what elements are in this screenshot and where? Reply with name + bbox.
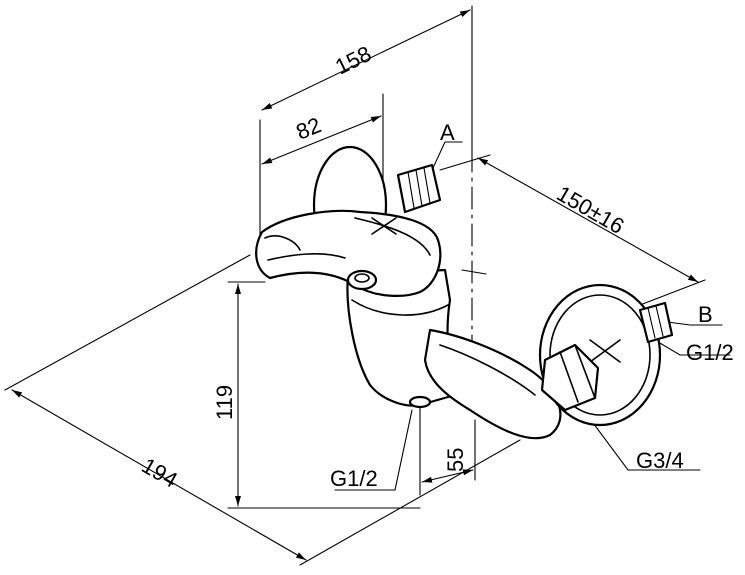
dimension-55-line (421, 469, 474, 483)
dimension-lines (4, 5, 731, 566)
inlet-thread-right (638, 301, 674, 344)
label-119: 119 (212, 385, 237, 420)
spout-arm (423, 328, 562, 440)
label-150: 150±16 (553, 181, 629, 239)
label-194: 194 (138, 453, 182, 493)
dimension-150-line (477, 157, 699, 283)
dimension-158-line (261, 9, 471, 111)
extension-line-194-left (4, 254, 251, 391)
label-A: A (440, 120, 455, 145)
extension-line-150-right (639, 279, 706, 306)
label-g12-right: G1/2 (686, 340, 734, 365)
extension-line-194-right (299, 439, 521, 566)
dimension-194-line (11, 389, 307, 561)
label-B: B (698, 302, 713, 327)
label-g34: G3/4 (636, 448, 684, 473)
center-mark-h (461, 269, 487, 275)
callout-labels: A B G1/2 G3/4 G1/2 (330, 120, 734, 491)
faucet-body (255, 145, 674, 440)
cartridge-cap (346, 269, 378, 291)
label-55: 55 (443, 448, 468, 472)
dimension-82-line (261, 115, 382, 165)
extension-line-150-left (439, 154, 491, 171)
label-82: 82 (293, 112, 325, 144)
label-g12-bottom: G1/2 (330, 466, 378, 491)
bottom-outlet (408, 395, 432, 409)
leader-g12-bottom (334, 409, 413, 491)
